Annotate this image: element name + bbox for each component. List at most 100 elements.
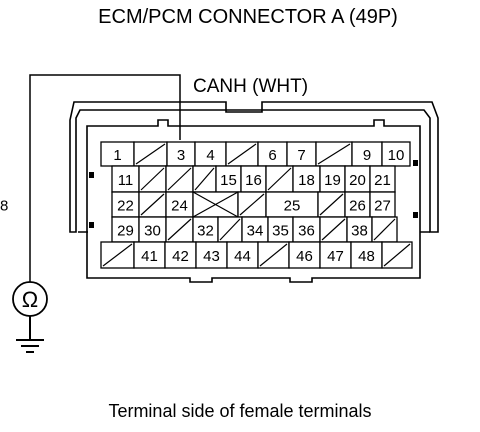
terminal-cell [225,141,259,167]
terminal-cell [165,216,194,243]
terminal-cell: 19 [319,165,346,193]
terminal-cell: 26 [344,191,371,218]
diagram-title: ECM/PCM CONNECTOR A (49P) [98,6,398,28]
terminal-cell: 10 [381,141,411,167]
terminal-number: 10 [388,147,405,164]
terminal-number: 18 [298,172,315,189]
empty-slot-slash [259,243,288,267]
terminal-cell: 25 [265,191,319,218]
terminal-number: 42 [172,248,189,265]
terminal-cell: 15 [215,165,242,193]
terminal-cell: 42 [164,241,197,269]
terminal-cell: 43 [195,241,228,269]
terminal-cell [317,191,346,218]
terminal-cell: 9 [351,141,383,167]
terminal-cell: 34 [241,216,269,243]
terminal-number: 29 [117,223,134,240]
terminal-cell: 6 [257,141,288,167]
terminal-number: 4 [206,147,214,164]
terminal-number: 47 [327,248,344,265]
terminal-cell: 41 [133,241,166,269]
terminal-cell [100,241,135,269]
terminal-number: 26 [349,198,366,215]
terminal-cell: 18 [292,165,321,193]
terminal-cell: 1 [100,141,135,167]
terminal-number: 30 [144,223,161,240]
terminal-cell: 22 [111,191,140,218]
empty-slot-slash [102,243,133,267]
empty-slot-slash [167,218,192,241]
terminal-number: 3 [177,147,185,164]
terminal-cell [138,165,167,193]
terminal-cell: 28 [0,198,8,215]
empty-slot-slash [321,218,346,241]
terminal-number: 21 [374,172,391,189]
terminal-number: 43 [203,248,220,265]
terminal-number: 19 [324,172,341,189]
empty-slot-slash [140,193,165,216]
terminal-number: 22 [117,198,134,215]
terminal-number: 28 [0,198,8,215]
terminal-cell: 3 [166,141,196,167]
terminal-cell [217,216,243,243]
terminal-cell [265,165,294,193]
terminal-grid: 1346791011151618192021222425262728293032… [0,141,413,269]
connector-outer-shell [69,101,439,233]
terminal-number: 27 [374,198,391,215]
empty-slot-slash [383,243,411,267]
terminal-cell: 46 [288,241,321,269]
terminal-cell [381,241,413,269]
terminal-number: 25 [284,198,301,215]
terminal-number: 35 [272,223,289,240]
terminal-cell [315,141,353,167]
terminal-cell: 44 [226,241,259,269]
terminal-cell: 48 [350,241,383,269]
terminal-cell: 11 [111,165,140,193]
empty-slot-slash [319,193,344,216]
empty-slot-slash [194,167,215,191]
ground-icon [16,316,44,353]
terminal-cell: 24 [165,191,194,218]
wire-label: CANH (WHT) [193,76,309,97]
empty-slot-slash [317,143,351,165]
terminal-cell: 21 [369,165,396,193]
terminal-number: 46 [296,248,313,265]
ohm-symbol: Ω [22,287,38,312]
terminal-number: 38 [351,223,368,240]
terminal-number: 32 [197,223,214,240]
terminal-number: 34 [247,223,264,240]
terminal-number: 6 [268,147,276,164]
terminal-number: 41 [141,248,158,265]
terminal-number: 36 [298,223,315,240]
terminal-number: 24 [171,198,188,215]
probe-wire [29,74,181,283]
diagram-caption: Terminal side of female terminals [108,401,372,421]
terminal-cell: 27 [369,191,396,218]
terminal-cell: 16 [240,165,267,193]
terminal-number: 48 [358,248,375,265]
terminal-cell [138,191,167,218]
terminal-cell: 20 [344,165,371,193]
terminal-number: 16 [245,172,262,189]
terminal-cell [257,241,290,269]
terminal-cell: 47 [319,241,352,269]
terminal-cell [371,216,398,243]
terminal-cell: 30 [138,216,167,243]
terminal-cell: 7 [286,141,317,167]
terminal-cell: 36 [292,216,321,243]
terminal-number: 20 [349,172,366,189]
terminal-number: 44 [234,248,251,265]
empty-slot-slash [140,167,165,191]
empty-slot-slash [239,193,265,216]
terminal-cell [319,216,348,243]
ohmmeter-icon: Ω [12,281,48,317]
terminal-cell: 32 [192,216,219,243]
terminal-cell: 4 [194,141,227,167]
terminal-number: 15 [220,172,237,189]
empty-slot-slash [167,167,192,191]
terminal-number: 1 [113,147,121,164]
terminal-number: 7 [297,147,305,164]
terminal-cell: 29 [111,216,140,243]
